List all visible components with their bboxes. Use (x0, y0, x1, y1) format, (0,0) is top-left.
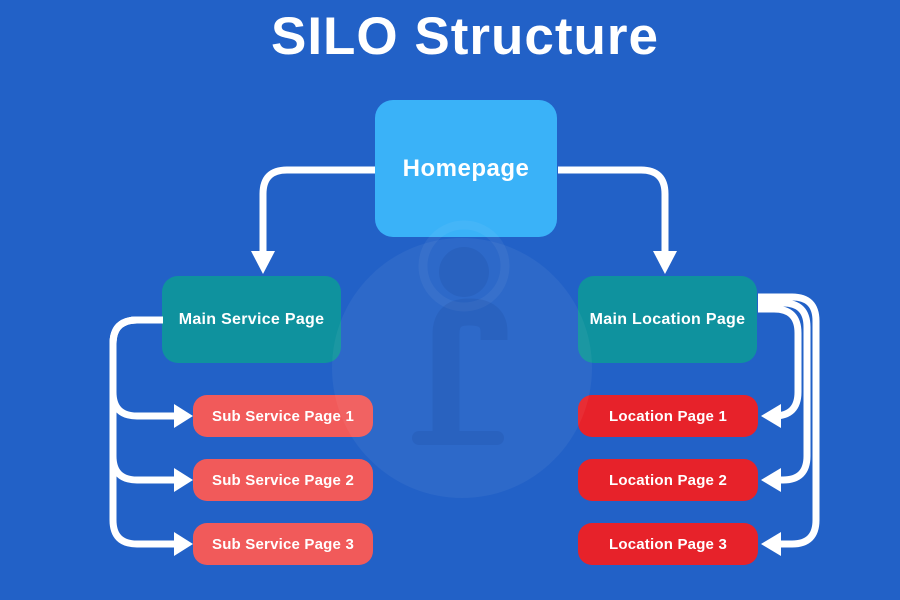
node-location-1-label: Location Page 1 (608, 407, 728, 425)
node-homepage: Homepage (375, 100, 557, 237)
arrow-main-location-to-loc-2 (758, 299, 811, 484)
node-homepage-label: Homepage (402, 154, 530, 182)
arrowhead-down-main-location (653, 251, 677, 274)
node-sub-service-2-label: Sub Service Page 2 (211, 471, 354, 489)
node-sub-service-page-2: Sub Service Page 2 (193, 459, 373, 501)
arrowhead-left-loc-1 (761, 404, 781, 428)
node-location-page-2: Location Page 2 (578, 459, 758, 501)
arrowhead-left-loc-3 (761, 532, 781, 556)
node-sub-service-page-1: Sub Service Page 1 (193, 395, 373, 437)
node-main-location-label: Main Location Page (589, 310, 746, 328)
node-main-location-page: Main Location Page (578, 276, 757, 363)
arrowhead-down-main-service (251, 251, 275, 274)
arrowhead-right-sub-1 (174, 404, 193, 428)
arrowhead-right-sub-3 (174, 532, 193, 556)
node-location-page-3: Location Page 3 (578, 523, 758, 565)
arrow-homepage-to-main-location (558, 166, 669, 253)
watermark-circle (332, 238, 592, 498)
page-title: SILO Structure (270, 7, 659, 66)
arrow-main-location-to-loc-1 (758, 305, 802, 420)
arrowhead-right-sub-2 (174, 468, 193, 492)
node-sub-service-1-label: Sub Service Page 1 (211, 407, 354, 425)
arrow-homepage-to-main-service (259, 166, 375, 253)
node-sub-service-page-3: Sub Service Page 3 (193, 523, 373, 565)
arrow-main-location-to-loc-3 (758, 293, 820, 548)
node-location-2-label: Location Page 2 (608, 471, 728, 489)
node-sub-service-3-label: Sub Service Page 3 (211, 535, 354, 553)
watermark-i-glyph (412, 247, 508, 445)
watermark-halo-ring (418, 220, 510, 312)
node-main-service-page: Main Service Page (162, 276, 341, 363)
node-location-page-1: Location Page 1 (578, 395, 758, 437)
node-location-3-label: Location Page 3 (608, 535, 728, 553)
node-main-service-label: Main Service Page (178, 310, 325, 328)
arrowhead-left-loc-2 (761, 468, 781, 492)
